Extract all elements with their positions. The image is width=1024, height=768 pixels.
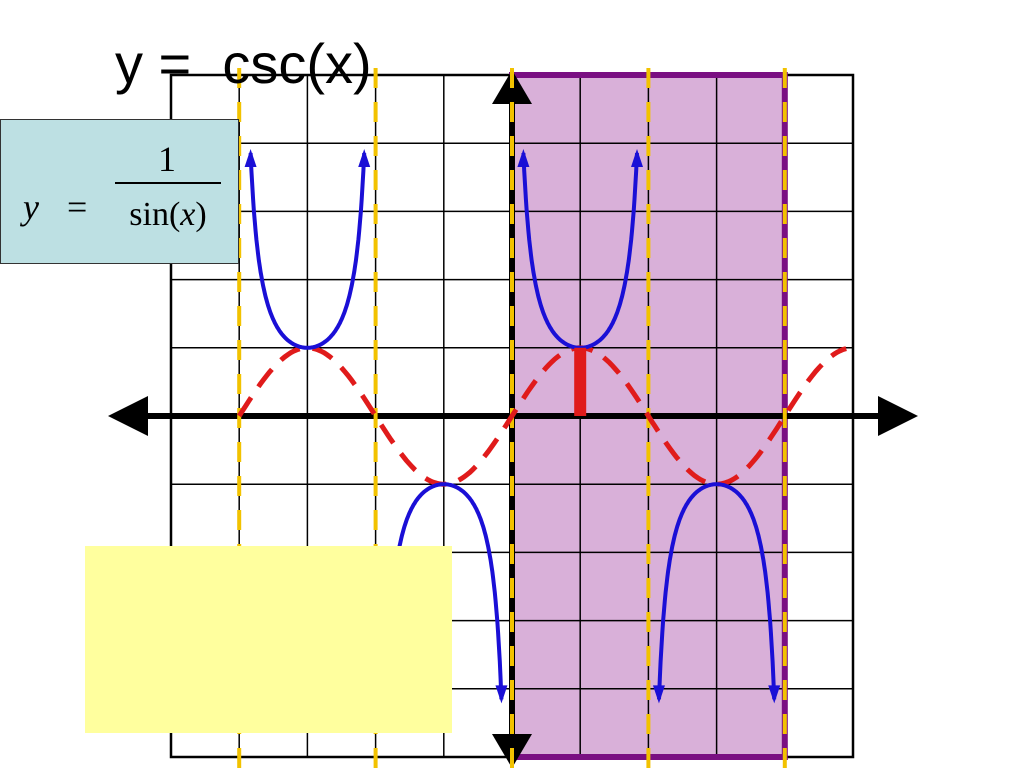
csc-branch: [384, 482, 504, 700]
formula-denominator: sin(x): [113, 196, 223, 234]
formula-den-close: ): [195, 196, 207, 233]
page-title: y = csc(x): [115, 32, 372, 95]
csc-branch: [657, 482, 777, 700]
csc-arrow: [358, 149, 371, 168]
formula-numerator: 1: [158, 139, 176, 179]
formula-den-fn: sin(: [129, 196, 181, 233]
csc-arrow: [631, 149, 644, 168]
csc-arrow: [768, 685, 781, 704]
csc-arrow: [495, 685, 508, 704]
formula-box: y = 1 sin(x): [0, 119, 239, 264]
csc-branch: [248, 152, 367, 350]
formula-lhs: y: [23, 187, 39, 227]
formula-fraction-bar: [115, 182, 221, 184]
csc-arrow: [652, 685, 665, 704]
formula-equals: =: [67, 187, 88, 227]
amplitude-marker: [574, 347, 587, 416]
csc-arrow: [517, 149, 530, 168]
formula-den-var: x: [180, 196, 196, 233]
note-box: [85, 546, 452, 733]
x-axis-left-arrow: [108, 396, 148, 436]
csc-arrow: [244, 149, 257, 168]
x-axis-right-arrow: [878, 396, 918, 436]
